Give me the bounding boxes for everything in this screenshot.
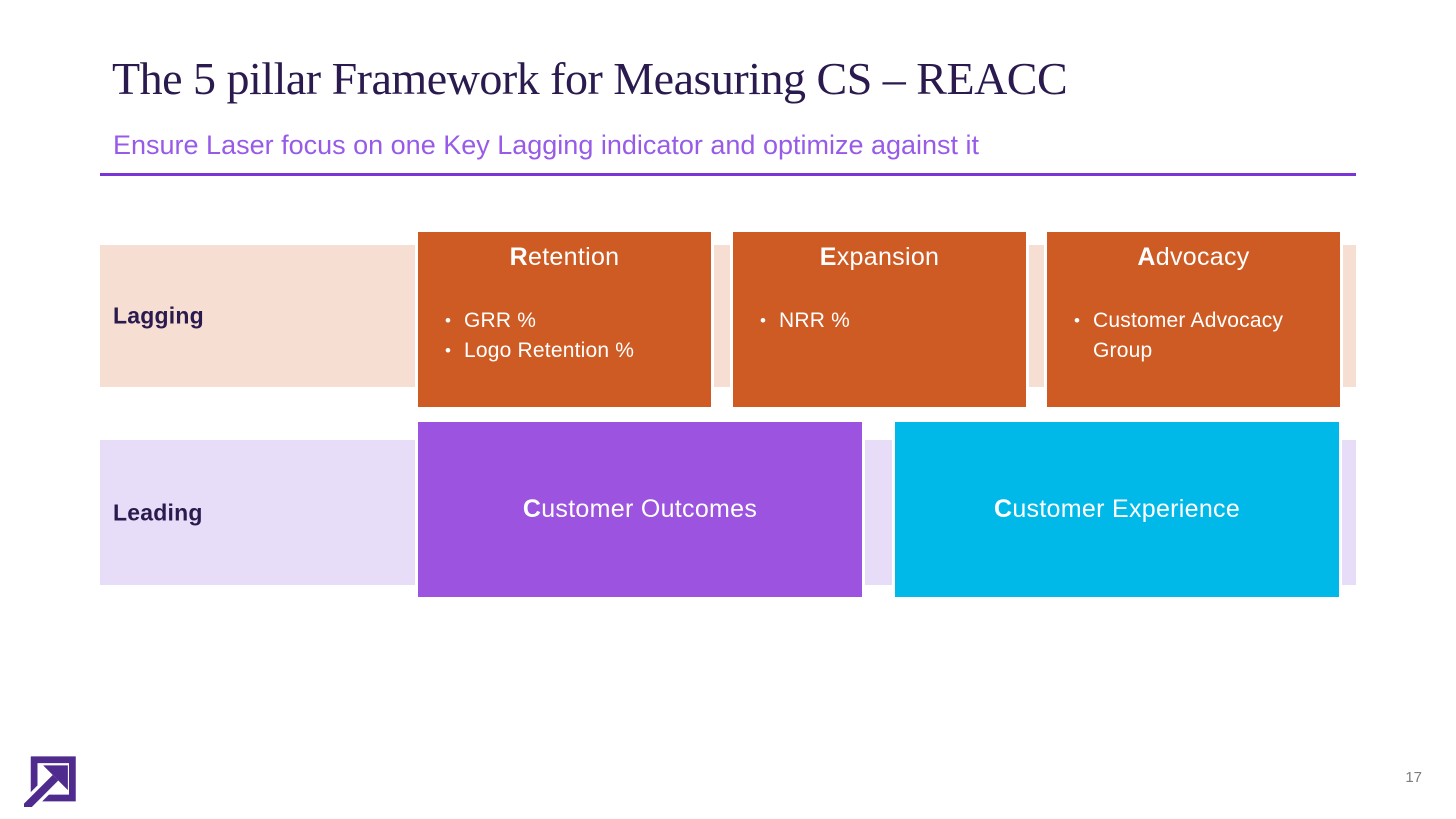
- expansion-header: Expansion: [733, 243, 1026, 272]
- retention-header: Retention: [418, 243, 711, 272]
- bullet-icon: •: [445, 341, 452, 360]
- expansion-bullet-list: •NRR %: [733, 306, 1026, 336]
- customer-experience-box: Customer Experience: [892, 419, 1342, 600]
- advocacy-header: Advocacy: [1047, 243, 1340, 272]
- page-title: The 5 pillar Framework for Measuring CS …: [112, 53, 1068, 104]
- retention-header-initial: R: [509, 243, 528, 271]
- expansion-header-initial: E: [819, 243, 837, 271]
- advocacy-header-rest: dvocacy: [1155, 243, 1250, 271]
- lagging-row-label: Lagging: [113, 302, 204, 329]
- customer-experience-label: Customer Experience: [993, 495, 1241, 523]
- customer-outcomes-box: Customer Outcomes: [415, 419, 865, 600]
- list-item: •GRR %: [445, 306, 699, 336]
- retention-bullet-list: •GRR % •Logo Retention %: [418, 306, 711, 366]
- arrow-up-right-in-square-icon: [24, 756, 76, 807]
- list-item: •NRR %: [760, 306, 1014, 336]
- customer-outcomes-label: Customer Outcomes: [522, 495, 758, 523]
- leading-row-label: Leading: [113, 499, 203, 525]
- expansion-header-rest: xpansion: [836, 243, 940, 271]
- bullet-icon: •: [760, 311, 767, 330]
- list-item: •Customer Advocacy Group: [1074, 306, 1328, 366]
- advocacy-box: Advocacy •Customer Advocacy Group: [1044, 229, 1343, 410]
- expansion-box: Expansion •NRR %: [730, 229, 1029, 410]
- page-number: 17: [1405, 769, 1422, 786]
- bullet-icon: •: [1074, 311, 1081, 330]
- subtitle-divider: [100, 173, 1356, 176]
- slide-subtitle: Ensure Laser focus on one Key Lagging in…: [113, 130, 980, 160]
- list-item: •Logo Retention %: [445, 336, 699, 366]
- advocacy-header-initial: A: [1137, 243, 1156, 271]
- retention-box: Retention •GRR % •Logo Retention %: [415, 229, 714, 410]
- retention-header-rest: etention: [527, 243, 620, 271]
- bullet-icon: •: [445, 311, 452, 330]
- advocacy-bullet-list: •Customer Advocacy Group: [1047, 306, 1340, 366]
